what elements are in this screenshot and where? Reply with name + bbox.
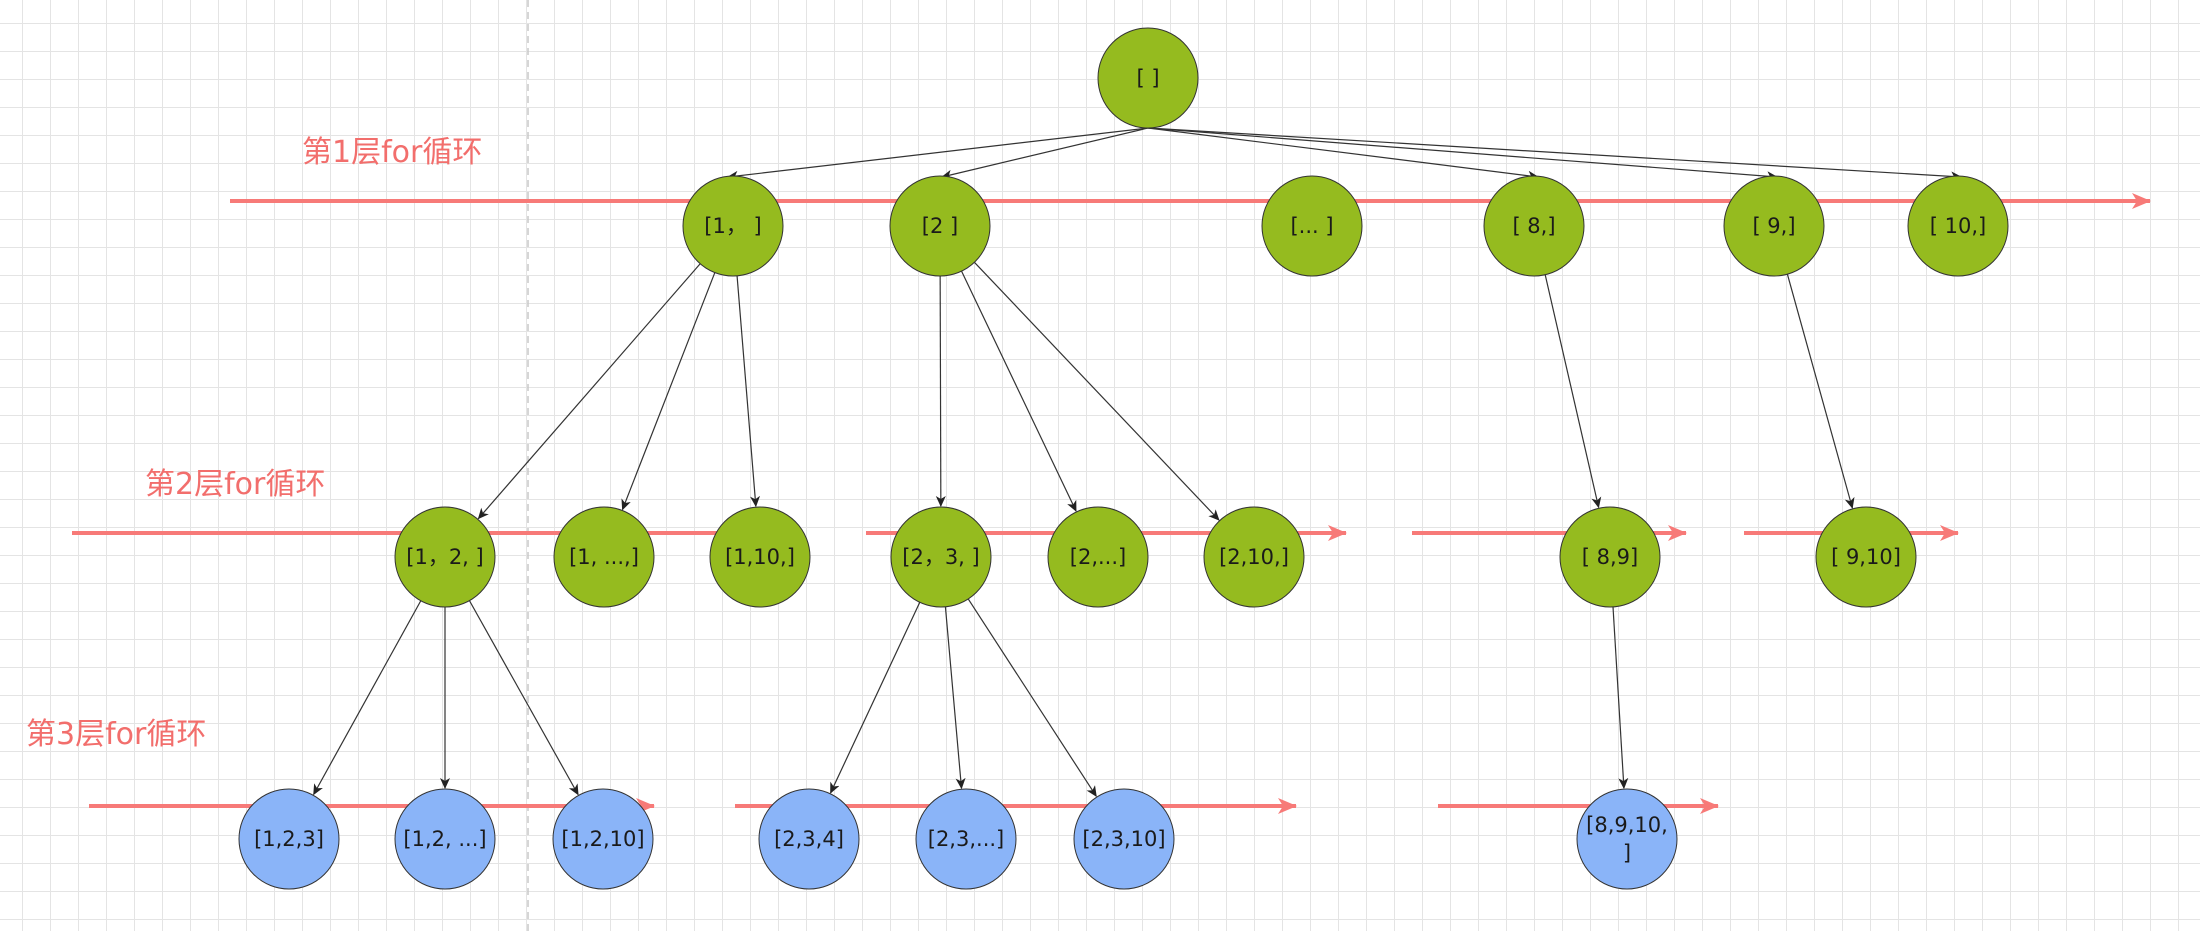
node-n1: [1， ] xyxy=(682,175,784,277)
node-label: [1，2, ] xyxy=(406,545,483,569)
node-label: [1, ...,] xyxy=(569,545,639,569)
node-label: [1,2,10] xyxy=(561,827,644,851)
node-circle xyxy=(1576,788,1678,890)
node-circle xyxy=(915,788,1017,890)
edge-n1-n110 xyxy=(736,275,761,508)
node-circle xyxy=(1723,175,1825,277)
node-circle xyxy=(1261,175,1363,277)
node-n110: [1,10,] xyxy=(709,506,811,608)
node-circle xyxy=(1907,175,2009,277)
node-circle xyxy=(1047,506,1149,608)
node-circle xyxy=(394,506,496,608)
node-label: [8,9,10, xyxy=(1586,813,1668,837)
node-root: [ ] xyxy=(1097,27,1199,129)
edge-n12-n1210 xyxy=(468,600,579,796)
node-n1210: [1,2,10] xyxy=(552,788,654,890)
edge-root-n1 xyxy=(727,127,1149,181)
node-circle xyxy=(1815,506,1917,608)
node-n9: [ 9,] xyxy=(1723,175,1825,277)
node-circle xyxy=(682,175,784,277)
node-n8910: [8,9,10,] xyxy=(1576,788,1678,890)
node-n1dots: [1, ...,] xyxy=(553,506,655,608)
node-circle xyxy=(889,175,991,277)
node-label: [1,10,] xyxy=(725,545,795,569)
node-ndots: [... ] xyxy=(1261,175,1363,277)
node-label: [2,3,...] xyxy=(928,827,1004,851)
edge-n12-n123 xyxy=(313,600,422,796)
node-n12: [1，2, ] xyxy=(394,506,496,608)
node-n89: [ 8,9] xyxy=(1559,506,1661,608)
node-label: [ 10,] xyxy=(1930,214,1986,238)
node-circle xyxy=(709,506,811,608)
node-circle xyxy=(1559,506,1661,608)
node-circle xyxy=(1073,788,1175,890)
edge-root-n10 xyxy=(1147,127,1962,182)
node-label: [2,3,4] xyxy=(774,827,844,851)
edge-root-n8 xyxy=(1147,127,1539,181)
node-label: [1， ] xyxy=(704,214,761,238)
node-n123: [1,2,3] xyxy=(238,788,340,890)
edge-n2-n210 xyxy=(973,261,1220,521)
layer2-label: 第2层for循环 xyxy=(145,467,325,502)
edge-n23-n23dots xyxy=(944,606,966,790)
edge-n23-n2310 xyxy=(967,598,1097,798)
node-circle xyxy=(1483,175,1585,277)
tree-edges xyxy=(313,127,1962,798)
node-n8: [ 8,] xyxy=(1483,175,1585,277)
node-n2dots: [2,...] xyxy=(1047,506,1149,608)
edge-n89-n8910 xyxy=(1612,606,1629,790)
node-n12dots: [1,2, ...] xyxy=(394,788,496,890)
node-circle xyxy=(552,788,654,890)
node-circle xyxy=(1203,506,1305,608)
node-circle xyxy=(758,788,860,890)
edge-n2-n2dots xyxy=(960,270,1077,512)
node-circle xyxy=(394,788,496,890)
layer3-label: 第3层for循环 xyxy=(26,717,206,752)
edge-n2-n23 xyxy=(935,275,946,508)
node-label: [... ] xyxy=(1290,214,1333,238)
node-label: [2,3,10] xyxy=(1082,827,1165,851)
node-n2: [2 ] xyxy=(889,175,991,277)
edge-n23-n234 xyxy=(830,602,921,794)
node-n23: [2，3, ] xyxy=(890,506,992,608)
edge-n1-n12 xyxy=(477,263,701,520)
node-n23dots: [2,3,...] xyxy=(915,788,1017,890)
node-label: [2,10,] xyxy=(1219,545,1289,569)
node-circle xyxy=(553,506,655,608)
node-n210: [2,10,] xyxy=(1203,506,1305,608)
edge-n1-n1dots xyxy=(621,272,716,511)
node-circle xyxy=(1097,27,1199,129)
node-label: [ 8,] xyxy=(1512,214,1555,238)
node-n2310: [2,3,10] xyxy=(1073,788,1175,890)
node-label: [ ] xyxy=(1136,66,1159,90)
edge-root-n2 xyxy=(941,127,1149,180)
node-label: [2 ] xyxy=(922,214,958,238)
node-label: [2,...] xyxy=(1070,545,1126,569)
node-label: ] xyxy=(1623,841,1631,865)
node-label: [ 9,] xyxy=(1752,214,1795,238)
edge-n9-n910 xyxy=(1786,274,1855,509)
node-label: [ 9,10] xyxy=(1831,545,1901,569)
edge-n8-n89 xyxy=(1544,274,1602,509)
node-circle xyxy=(238,788,340,890)
layer-arrows xyxy=(72,193,2151,814)
layer1-label: 第1层for循环 xyxy=(302,135,482,170)
node-label: [ 8,9] xyxy=(1582,545,1638,569)
tree-nodes: [ ] [1， ] [2 ] [... ] [ 8,] [ 9,] [ 10,] [1，2, … xyxy=(238,27,2009,890)
node-n910: [ 9,10] xyxy=(1815,506,1917,608)
node-label: [1,2,3] xyxy=(254,827,324,851)
edge-root-n9 xyxy=(1147,127,1778,182)
node-n10: [ 10,] xyxy=(1907,175,2009,277)
node-label: [2，3, ] xyxy=(902,545,979,569)
node-circle xyxy=(890,506,992,608)
node-n234: [2,3,4] xyxy=(758,788,860,890)
node-label: [1,2, ...] xyxy=(403,827,486,851)
